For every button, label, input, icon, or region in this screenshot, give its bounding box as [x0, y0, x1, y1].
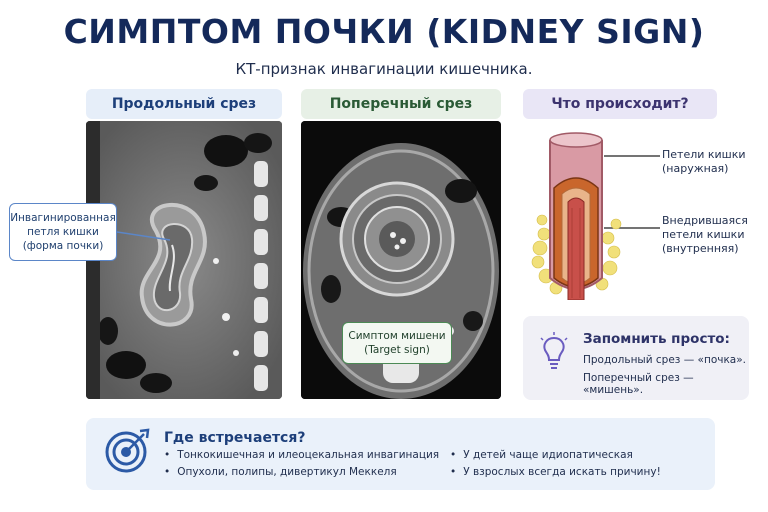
label-inner-loop: Внедрившаяся петели кишки (внутренняя): [662, 214, 748, 256]
remember-line-1: Продольный срез — «почка».: [583, 354, 746, 366]
intussusception-drawing: [531, 132, 622, 301]
page-title: СИМПТОМ ПОЧКИ (KIDNEY SIGN): [63, 12, 705, 51]
callout-kidney-line-3: (форма почки): [22, 240, 104, 252]
where-title: Где встречается?: [164, 430, 306, 446]
callout-kidney: Инвагинированная петля кишки (форма почк…: [9, 203, 117, 261]
label-outer-loop-line-2: (наружная): [662, 162, 729, 175]
where-item-4: У взрослых всегда искать причину!: [450, 466, 661, 478]
callout-target-line-2: (Target sign): [364, 344, 430, 356]
label-inner-loop-line-2: петели кишки: [662, 228, 745, 241]
header-transverse: Поперечный срез: [301, 89, 501, 119]
remember-line-2: Поперечный срез — «мишень».: [583, 372, 694, 396]
where-item-3: У детей чаще идиопатическая: [450, 449, 633, 461]
callout-target-line-1: Симптом мишени: [348, 330, 446, 342]
page-subtitle: КТ-признак инвагинации кишечника.: [235, 60, 533, 78]
intussusception-diagram: Петели кишки (наружная) Внедрившаяся пет…: [530, 128, 750, 301]
callout-kidney-line-2: петля кишки: [27, 226, 99, 238]
label-inner-loop-line-1: Внедрившаяся: [662, 214, 748, 227]
target-icon: [105, 428, 150, 473]
ct-transverse-drawing: [301, 121, 501, 399]
remember-title: Запомнить просто:: [583, 331, 730, 347]
callout-target: Симптом мишени (Target sign): [342, 322, 452, 364]
callout-kidney-line-1: Инвагинированная: [10, 212, 116, 224]
label-outer-loop: Петели кишки (наружная): [662, 148, 746, 176]
where-item-1: Тонкокишечная и илеоцекальная инвагинаци…: [164, 449, 439, 461]
where-box: Где встречается? Тонкокишечная и илеоцек…: [86, 418, 715, 490]
where-item-2: Опухоли, полипы, дивертикул Меккеля: [164, 466, 396, 478]
label-outer-loop-line-1: Петели кишки: [662, 148, 746, 161]
lightbulb-icon: [540, 332, 568, 369]
remember-box: Запомнить просто: Продольный срез — «поч…: [523, 316, 749, 400]
label-inner-loop-line-3: (внутренняя): [662, 242, 739, 255]
ct-transverse-image: [301, 121, 501, 399]
header-longitudinal: Продольный срез: [86, 89, 282, 119]
header-mechanism: Что происходит?: [523, 89, 717, 119]
